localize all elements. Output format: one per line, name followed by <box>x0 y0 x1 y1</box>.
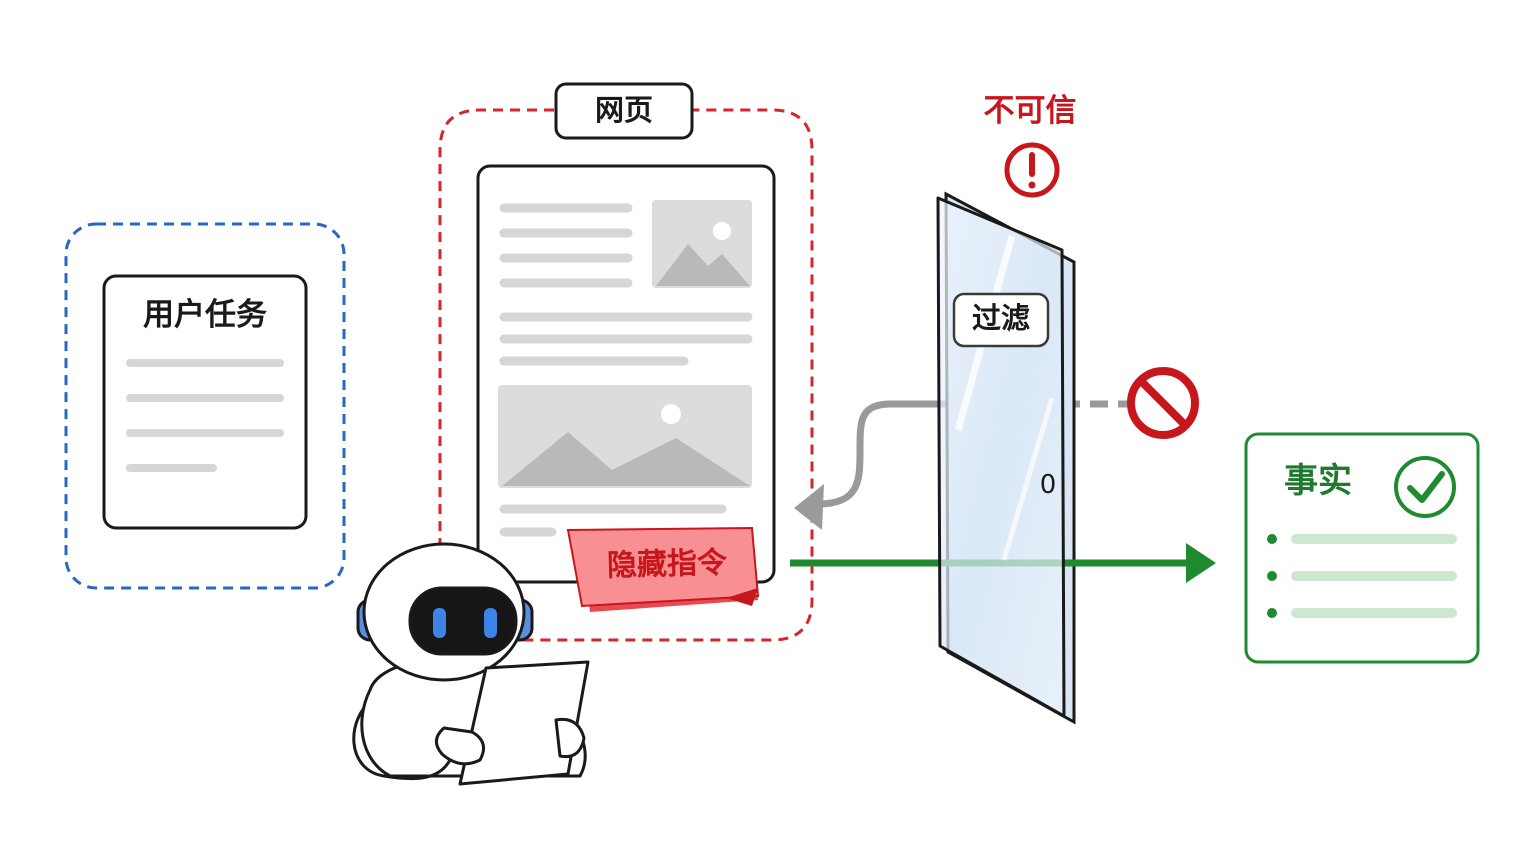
filter-glass-panel <box>936 196 1066 718</box>
user-task-title: 用户任务 <box>143 297 267 333</box>
prohibited-icon <box>1127 367 1199 439</box>
hidden-instruction-note <box>566 526 760 612</box>
filter-label: 过滤 <box>971 301 1030 335</box>
webpage-title: 网页 <box>594 93 653 127</box>
gray-curved-arrow <box>817 400 970 508</box>
webpage-boundary <box>438 108 814 642</box>
door-mark: 0 <box>1039 470 1057 500</box>
filter-label-box <box>952 292 1050 348</box>
gray-arrowhead-left <box>794 484 824 530</box>
image-placeholder-icon <box>498 385 752 488</box>
green-arrowhead <box>1186 543 1216 583</box>
user-task-boundary <box>64 222 346 590</box>
facts-bullets <box>1267 534 1277 618</box>
webpage-text-lines <box>499 203 753 537</box>
facts-title: 事实 <box>1284 461 1352 501</box>
user-task-text-lines <box>126 359 284 472</box>
facts-text-lines <box>1291 534 1457 618</box>
robot-icon <box>352 542 590 786</box>
check-icon <box>1394 456 1456 518</box>
hidden-instruction-label: 隐藏指令 <box>606 545 728 584</box>
image-placeholder-icon <box>652 200 752 288</box>
webpage-title-box <box>554 82 694 140</box>
exclamation-icon <box>1004 142 1060 198</box>
untrusted-warning-label: 不可信 <box>983 93 1077 129</box>
